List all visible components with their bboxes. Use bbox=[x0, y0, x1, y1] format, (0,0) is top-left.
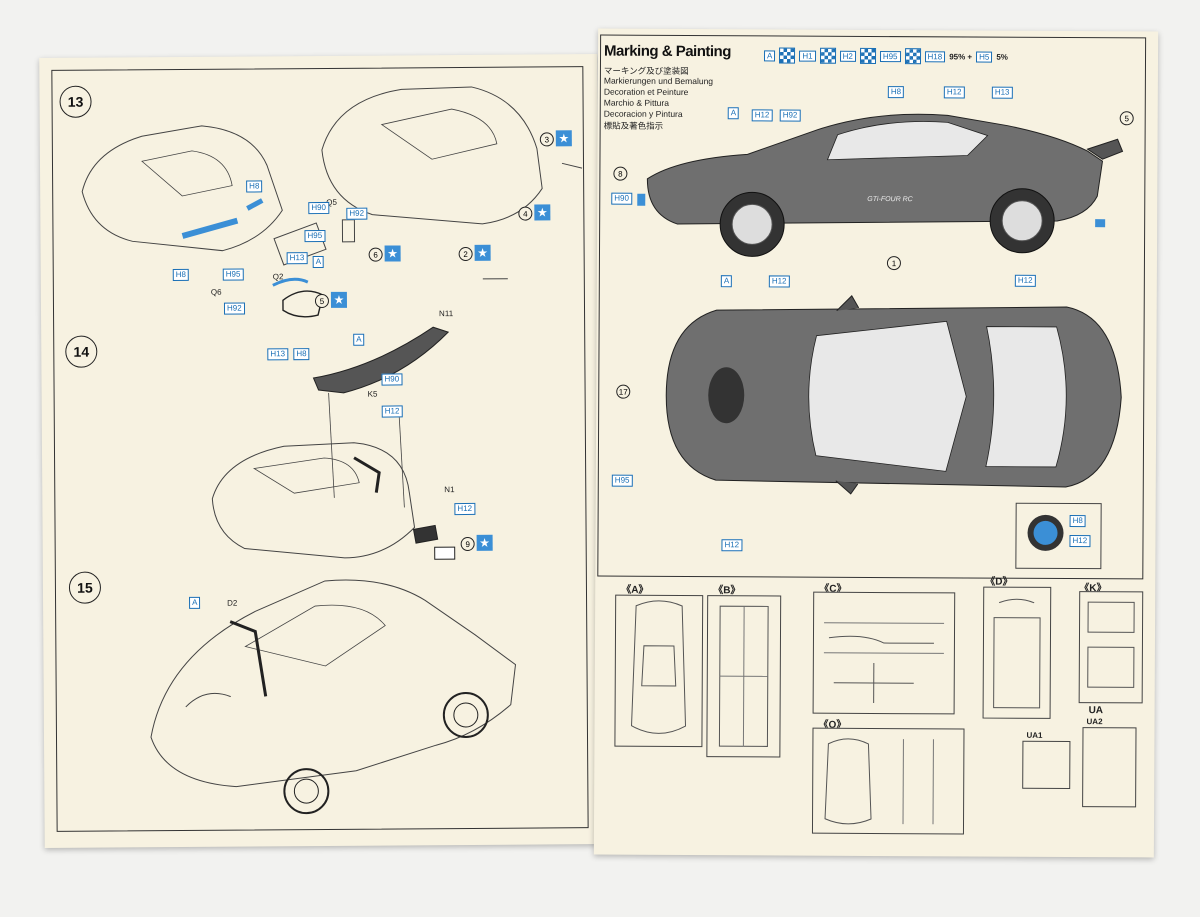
label-n11: N11 bbox=[439, 309, 454, 319]
part-5: 5 bbox=[314, 293, 330, 309]
label-k5: K5 bbox=[367, 389, 378, 399]
label-h92: H92 bbox=[346, 207, 368, 220]
part-4: 4 bbox=[518, 206, 533, 221]
part-3: 3 bbox=[539, 132, 554, 147]
label-h13-s14: H13 bbox=[267, 348, 289, 361]
star-icon: ★ bbox=[476, 534, 493, 551]
side-view-car bbox=[637, 113, 1124, 257]
label-h90: H90 bbox=[308, 201, 330, 215]
legend-code-h18: H18 bbox=[924, 50, 946, 62]
side-label-h92: H92 bbox=[779, 109, 801, 122]
inset-label-h8: H8 bbox=[1069, 515, 1086, 528]
star-icon: ★ bbox=[384, 245, 401, 262]
left-instruction-page: 13 H8 Q5 H90 H92 H95 A H13 H8 H95 Q2 Q6 … bbox=[39, 54, 603, 848]
legend-h5-ratio: 5% bbox=[996, 52, 1008, 62]
legend-code-h95: H95 bbox=[879, 50, 901, 62]
star-icon: ★ bbox=[555, 130, 572, 147]
label-a: A bbox=[312, 255, 325, 269]
sprue-ua-title: UA bbox=[1088, 705, 1104, 717]
top-label-a: A bbox=[720, 275, 733, 288]
label-d2: D2 bbox=[227, 598, 238, 608]
top-label-h12b: H12 bbox=[1014, 274, 1036, 287]
checker-swatch-icon bbox=[819, 47, 836, 64]
label-h13: H13 bbox=[286, 252, 308, 265]
star-icon: ★ bbox=[474, 244, 491, 261]
subtitle-de: Markierungen und Bemalung bbox=[603, 75, 714, 87]
sprue-ua1-title: UA1 bbox=[1026, 730, 1043, 740]
subtitle-fr: Decoration et Peinture bbox=[603, 86, 689, 98]
sprue-ua1 bbox=[1022, 740, 1071, 790]
legend-code-h1: H1 bbox=[799, 50, 816, 62]
label-q6: Q6 bbox=[210, 287, 222, 297]
label-a-s14: A bbox=[353, 333, 365, 346]
side-label-h13: H13 bbox=[991, 86, 1013, 99]
label-h8-s14: H8 bbox=[293, 348, 310, 361]
star-icon: ★ bbox=[330, 291, 348, 308]
label-n1: N1 bbox=[444, 485, 455, 495]
side-part-8: 8 bbox=[613, 166, 628, 181]
top-label-h12c: H12 bbox=[721, 539, 743, 552]
side-part-1: 1 bbox=[886, 256, 901, 271]
side-label-h12b: H12 bbox=[943, 86, 965, 99]
label-h8-bottom: H8 bbox=[172, 268, 190, 282]
side-view-badge: GTi-FOUR RC bbox=[867, 195, 913, 204]
sprue-ua2 bbox=[1082, 727, 1137, 808]
part-9: 9 bbox=[460, 536, 475, 552]
side-part-5: 5 bbox=[1119, 111, 1134, 126]
part-2: 2 bbox=[458, 246, 473, 262]
label-q2: Q2 bbox=[272, 272, 284, 282]
top-label-h95: H95 bbox=[611, 474, 633, 487]
star-icon: ★ bbox=[534, 204, 551, 221]
color-legend: A H1 H2 H95 H18 95% + H5 5% bbox=[763, 47, 1008, 65]
marking-painting-page: Marking & Painting マーキング及び塗装図 Markierung… bbox=[593, 28, 1159, 858]
legend-h18-ratio: 95% + bbox=[949, 51, 973, 61]
sprue-b bbox=[706, 595, 782, 758]
legend-code-a: A bbox=[763, 49, 776, 61]
sprue-c bbox=[812, 591, 956, 715]
page-title: Marking & Painting bbox=[604, 42, 731, 61]
wheel-inset-drawing bbox=[1027, 514, 1064, 551]
label-h90-s14: H90 bbox=[381, 373, 403, 386]
label-a-s15: A bbox=[189, 596, 201, 609]
side-label-h8: H8 bbox=[887, 86, 905, 99]
step-15-diagram bbox=[150, 579, 517, 815]
sprue-ua2-title: UA2 bbox=[1086, 717, 1103, 727]
inset-label-h12: H12 bbox=[1069, 535, 1091, 548]
sprue-k bbox=[1078, 591, 1144, 704]
legend-code-h2: H2 bbox=[839, 50, 856, 62]
sprue-q bbox=[811, 727, 965, 835]
checker-swatch-icon bbox=[859, 47, 876, 64]
checker-swatch-icon bbox=[779, 47, 796, 64]
label-h95: H95 bbox=[304, 229, 326, 243]
sprue-a bbox=[614, 594, 704, 748]
side-label-a: A bbox=[727, 107, 740, 120]
top-view-car bbox=[665, 295, 1122, 495]
step-13-diagram bbox=[81, 86, 583, 318]
step-14-diagram bbox=[211, 326, 456, 560]
top-label-h12a: H12 bbox=[768, 275, 790, 288]
sprue-d bbox=[982, 586, 1052, 719]
label-h12-s14: H12 bbox=[381, 405, 403, 418]
label-h92b: H92 bbox=[223, 302, 245, 315]
part-6: 6 bbox=[368, 247, 383, 262]
sprue-d-title: 《D》 bbox=[985, 576, 1013, 588]
top-part-17: 17 bbox=[616, 384, 631, 399]
side-label-h90: H90 bbox=[611, 192, 632, 205]
label-h12b-s14: H12 bbox=[454, 502, 476, 516]
checker-swatch-icon bbox=[904, 48, 921, 65]
label-h8-top: H8 bbox=[246, 180, 263, 193]
legend-code-h5: H5 bbox=[976, 51, 993, 63]
label-h95b: H95 bbox=[222, 268, 244, 281]
sprue-b-title: 《B》 bbox=[713, 585, 741, 597]
sprue-a-title: 《A》 bbox=[621, 584, 649, 596]
side-label-h12a: H12 bbox=[751, 109, 773, 122]
